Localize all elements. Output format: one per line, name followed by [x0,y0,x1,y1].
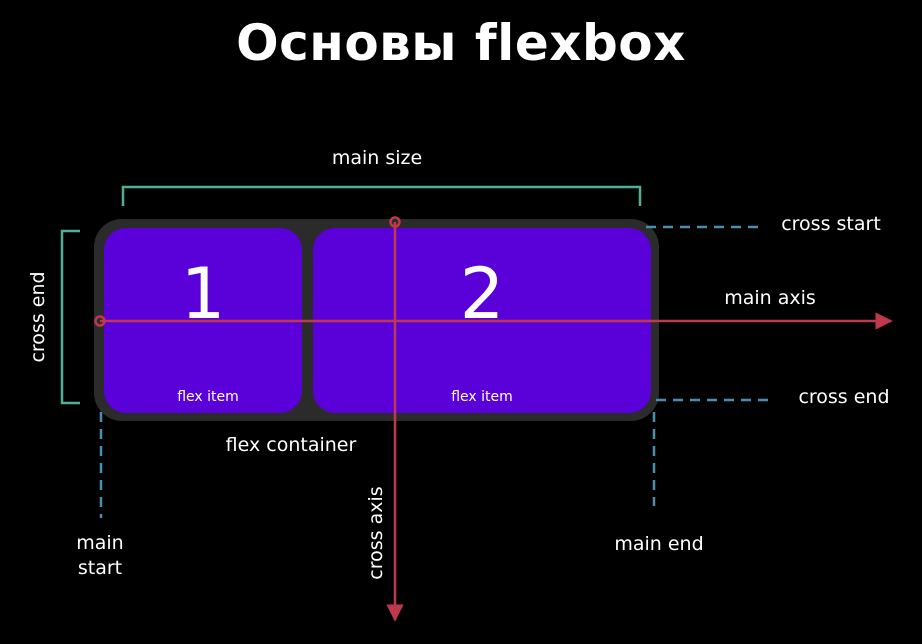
main-size-bracket [121,185,642,206]
flex-item-1-number: 1 [181,253,226,335]
cross-axis-origin [389,216,401,228]
flex-item-1-caption: flex item [177,389,239,405]
main-size-label: main size [332,147,422,169]
flex-item-2-caption: flex item [451,389,513,405]
main-start-label-line1: main [76,532,123,554]
main-end-label: main end [614,533,703,555]
flex-item-2-number: 2 [460,253,505,335]
page-title: Основы flexbox [236,14,686,72]
cross-start-label: cross start [781,213,881,235]
flex-container-label: flex container [226,434,357,456]
cross-end-left-label: cross end [27,271,49,362]
main-start-label-line2: start [78,557,122,579]
cross-end-bracket [60,229,80,405]
cross-axis-label: cross axis [365,486,387,579]
main-axis-label: main axis [724,287,816,309]
cross-end-right-label: cross end [798,386,889,408]
main-axis-origin [94,315,106,327]
